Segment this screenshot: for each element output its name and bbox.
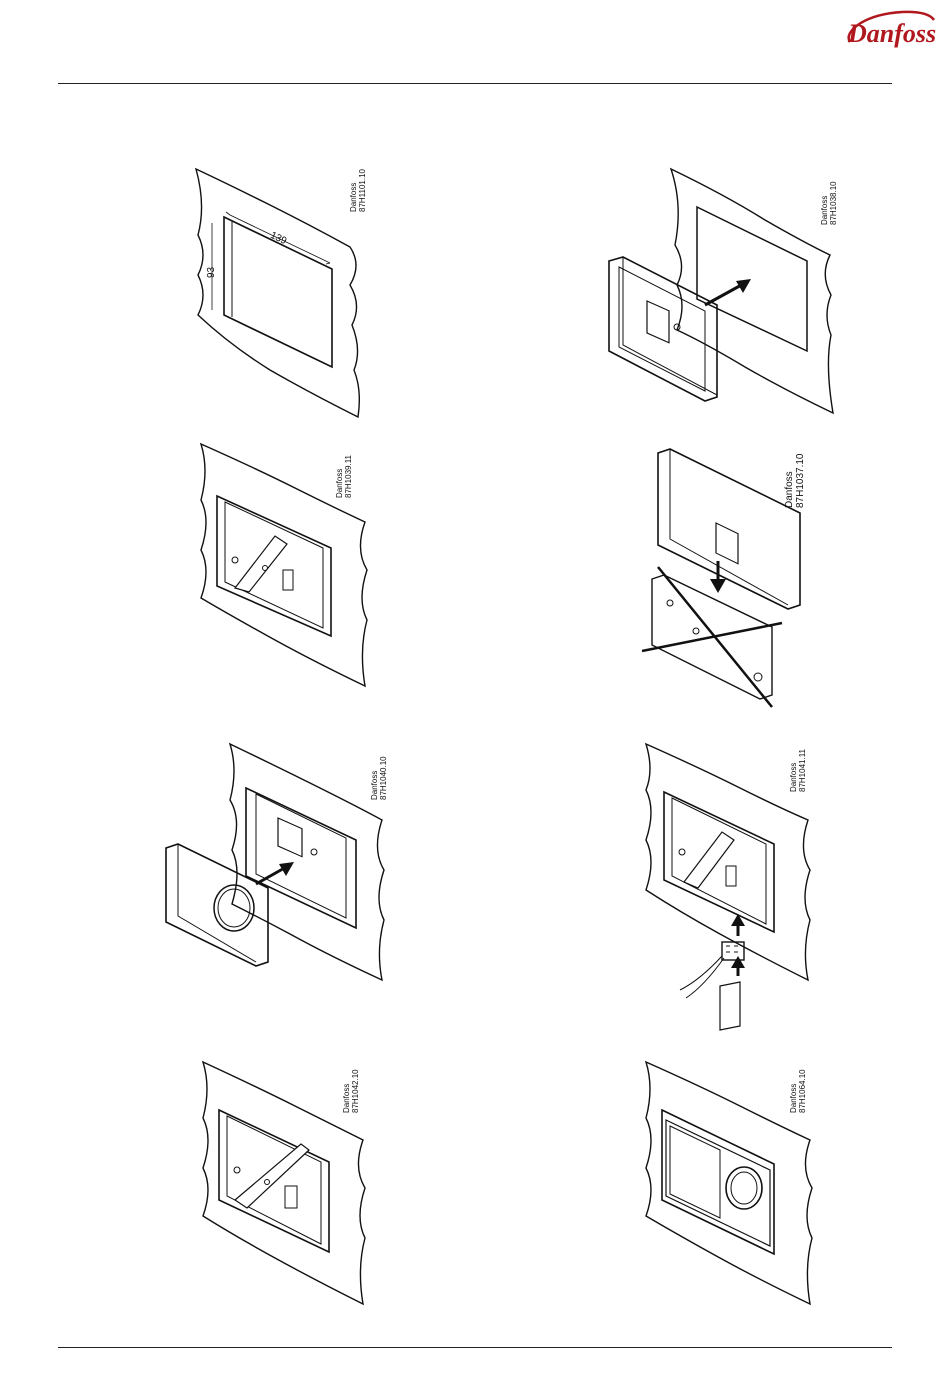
danfoss-logo-icon: Danfoss bbox=[840, 6, 940, 52]
figure-frame-insert bbox=[605, 165, 840, 420]
figure-frame-strap bbox=[195, 440, 385, 690]
dimension-height: 93 bbox=[206, 267, 217, 278]
figure-connector-insert bbox=[640, 740, 840, 1030]
svg-text:Danfoss: Danfoss bbox=[847, 19, 936, 48]
figure-controller-attach bbox=[160, 740, 390, 985]
footer-rule bbox=[58, 1347, 892, 1348]
header-rule bbox=[58, 83, 892, 84]
